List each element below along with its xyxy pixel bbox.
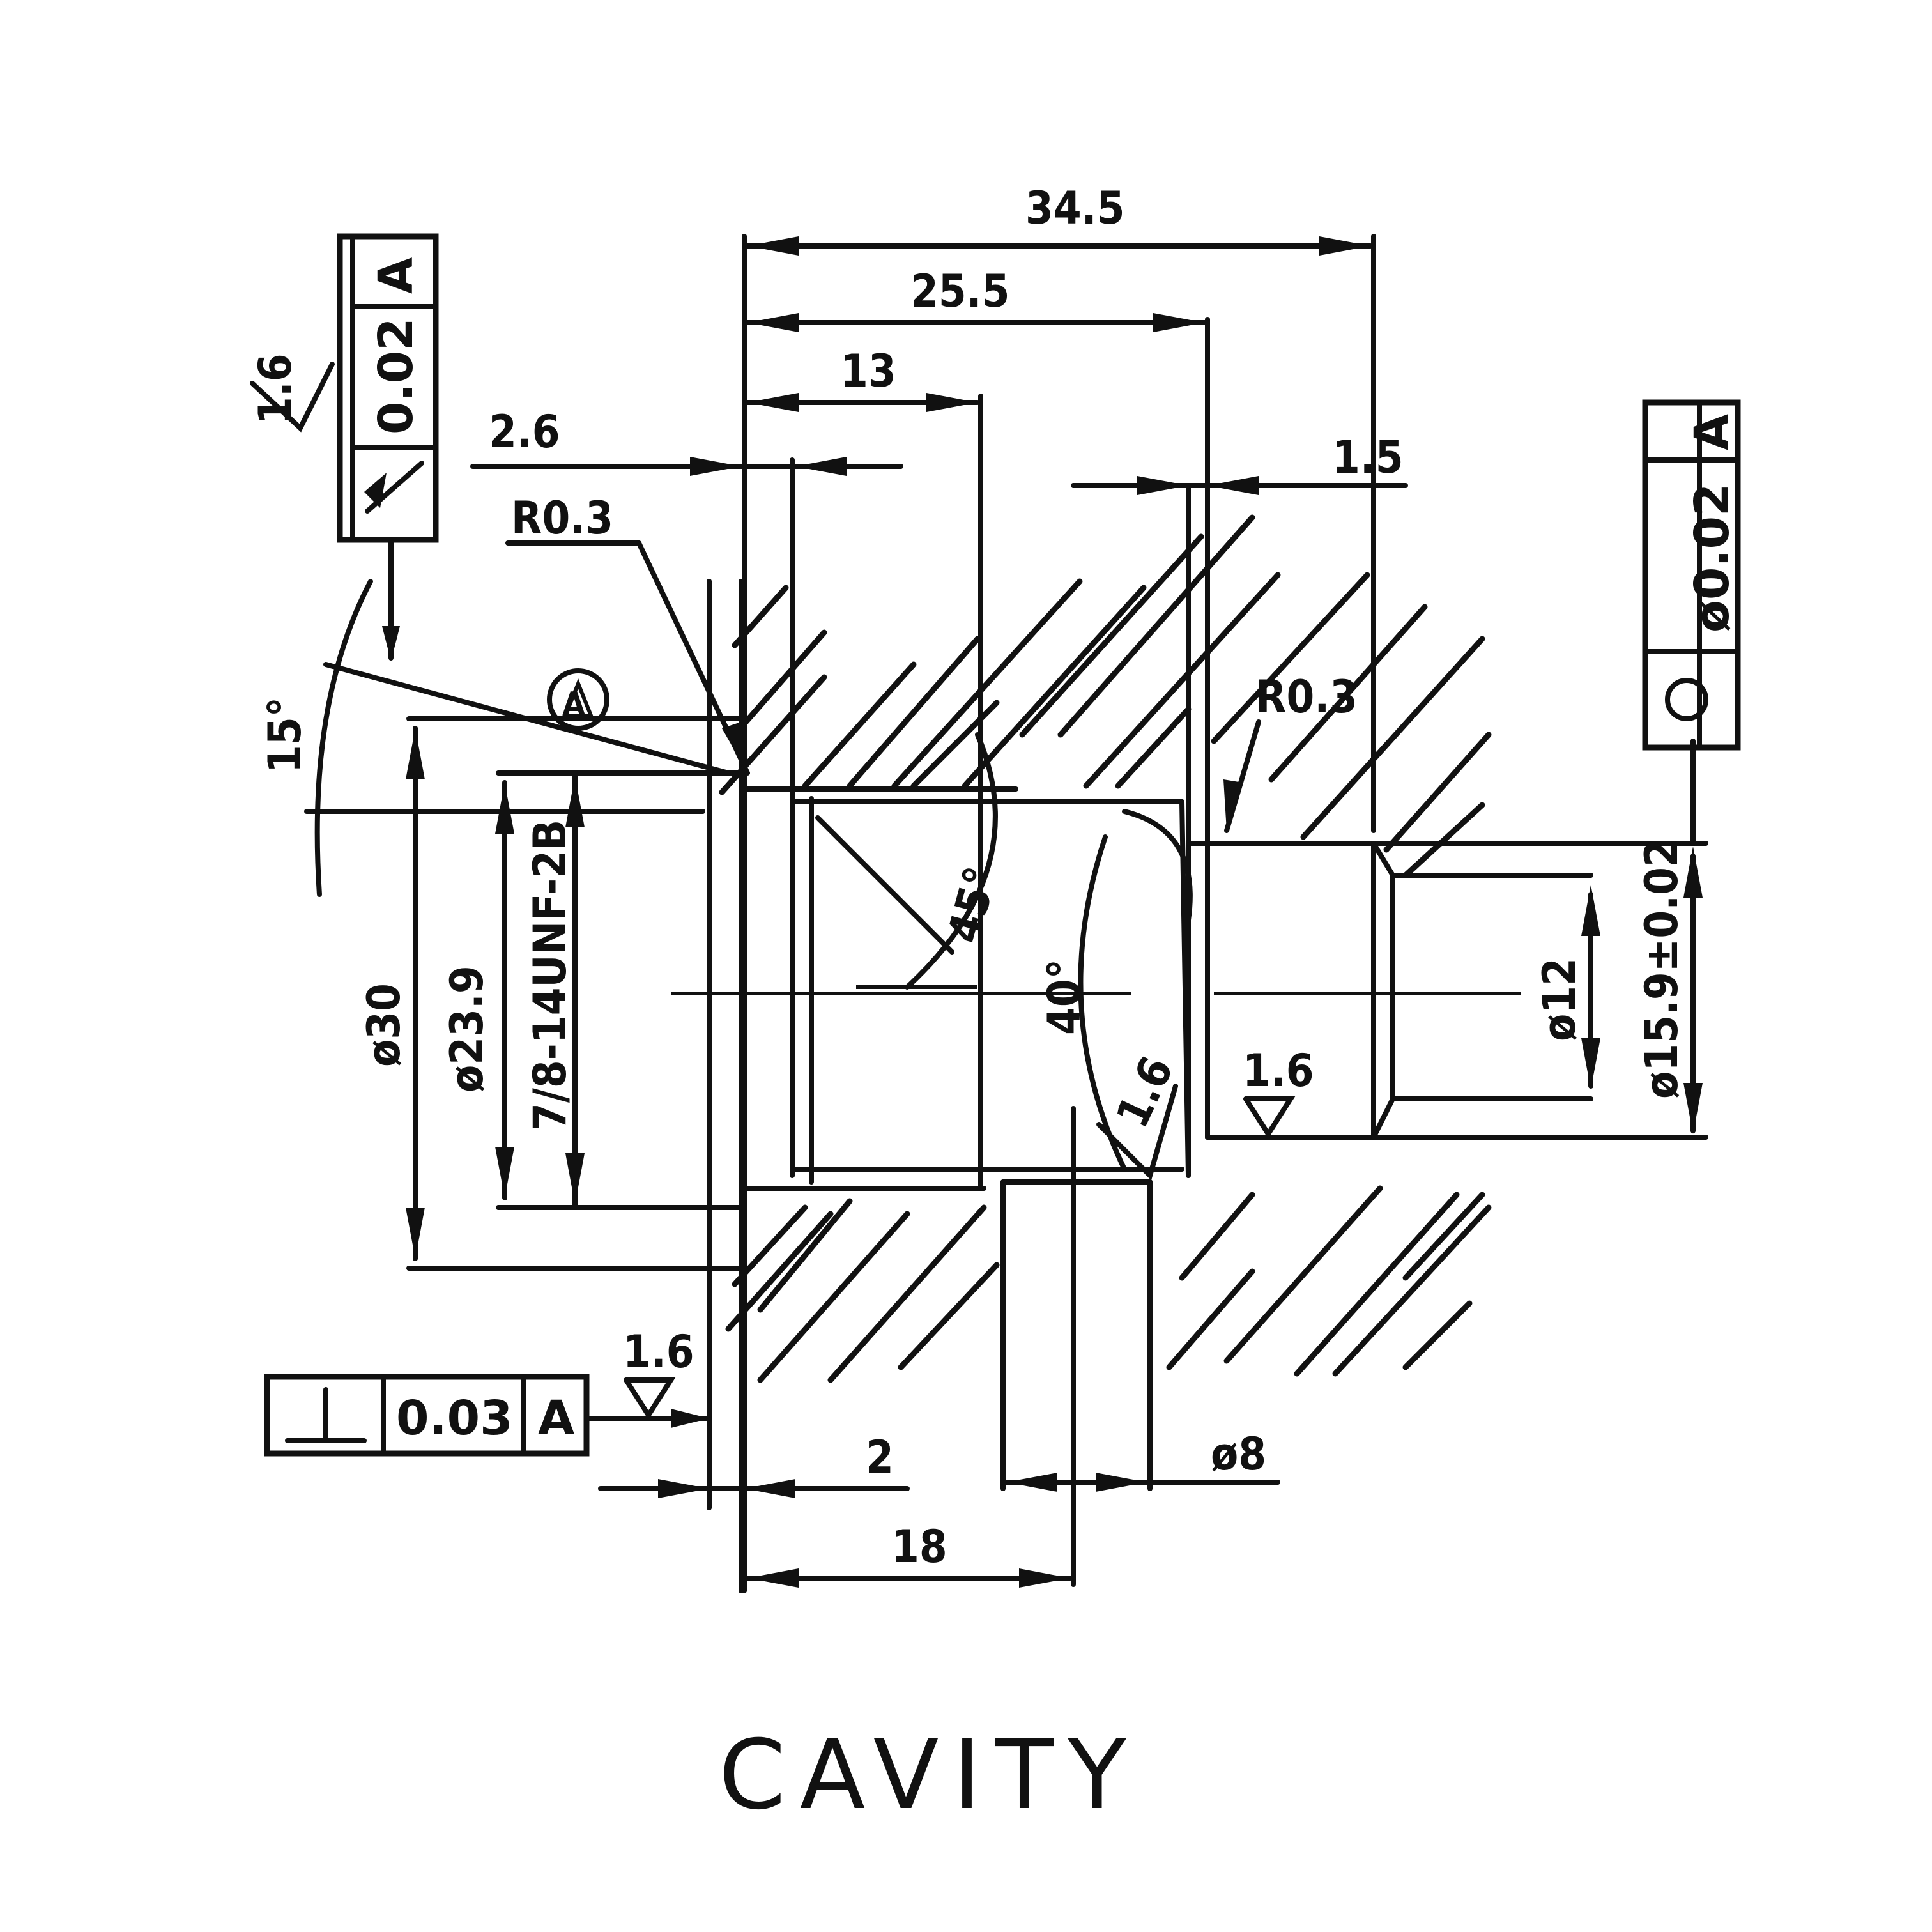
surface-finish-center: 1.6 [1096,1048,1184,1181]
dim-angle-45: 45° [937,861,1008,948]
dim-dia-30: ø30 [358,983,410,1067]
runout-arrow-icon [364,461,424,514]
dim-2-6: 2.6 [489,406,560,458]
hatch-lower [725,1185,1492,1383]
surface-finish-top-left: 1.6 [249,353,335,433]
hatch-upper [719,514,1492,878]
dim-2: 2 [866,1431,894,1483]
fcf-perpendicularity-tolerance: 0.03 [396,1391,513,1446]
dim-dia-23-9: ø23.9 [441,965,493,1092]
surface-finish-bottom-value: 1.6 [623,1326,694,1378]
surface-finish-right-value: 1.6 [1243,1045,1314,1097]
surface-finish-right: 1.6 [1243,1045,1314,1139]
surface-finish-top-left-value: 1.6 [249,353,302,425]
perpendicular-icon [285,1387,367,1443]
dim-18: 18 [891,1521,947,1573]
datum-a-symbol: A [547,668,610,731]
fcf-runout-tolerance: 0.02 [369,318,424,434]
dim-dia-12: ø12 [1533,958,1586,1041]
fcf-perpendicularity: 0.03 A [264,1374,712,1457]
dim-r0-3-left: R0.3 [511,492,613,544]
dim-dia-15-9: ø15.9±0.02 [1636,839,1688,1099]
fcf-circularity-datum: A [1685,414,1740,450]
surface-finish-bottom: 1.6 [623,1326,694,1420]
dim-angle-15: 15° [259,697,311,773]
dim-34-5: 34.5 [1025,182,1124,234]
drawing-title: CAVITY [719,1720,1140,1831]
fcf-circularity-tolerance: ø0.02 [1685,484,1740,632]
dim-thread: 7/8-14UNF-2B [524,820,576,1131]
dim-angle-40: 40° [1038,959,1091,1035]
fcf-runout: A 0.02 [337,233,439,661]
dim-dia-8: ø8 [1211,1428,1266,1480]
dim-13: 13 [840,345,896,397]
fcf-perpendicularity-datum: A [538,1391,574,1446]
fcf-runout-datum: A [369,257,424,294]
dim-1-5: 1.5 [1332,431,1404,484]
circularity-icon [1665,678,1708,721]
fcf-circularity: A ø0.02 [1642,399,1741,751]
datum-a-label: A [562,686,585,724]
surface-finish-center-value: 1.6 [1106,1048,1183,1135]
dim-r0-3-right: R0.3 [1255,671,1358,723]
dimension-arrows [406,236,1703,1588]
dim-25-5: 25.5 [910,265,1009,318]
